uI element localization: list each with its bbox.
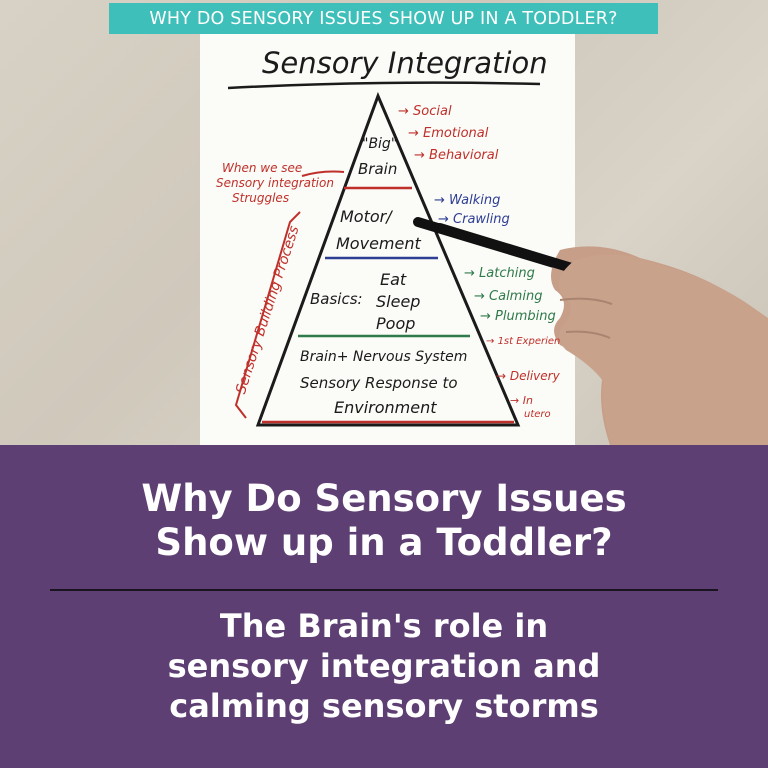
label-latching: → Latching [464,266,535,281]
subheadline-line-1: The Brain's role in [219,607,549,645]
level-1-line2: Brain [358,160,398,178]
subheadline: The Brain's role in sensory integration … [0,606,768,726]
subheadline-line-3: calming sensory storms [169,687,599,725]
level-1-line1: "Big" [362,136,398,152]
headline: Why Do Sensory Issues Show up in a Toddl… [0,477,768,565]
label-calming: → Calming [474,289,543,304]
label-social: → Social [398,104,452,119]
pyramid-outline [255,91,521,427]
left-note-line1: When we see [222,161,303,175]
left-note-line2: Sensory integration [216,176,334,190]
headline-line-2: Show up in a Toddler? [155,521,613,564]
level-3-line3: Poop [376,314,416,333]
label-behavioral: → Behavioral [414,148,499,163]
label-emotional: → Emotional [408,126,489,141]
top-banner: WHY DO SENSORY ISSUES SHOW UP IN A TODDL… [109,3,658,34]
title-panel [0,445,768,768]
label-in: → In [510,394,533,407]
label-plumbing: → Plumbing [480,309,556,324]
label-walking: → Walking [434,193,501,208]
divider-line [50,589,718,591]
hand-overlay [435,223,768,445]
subheadline-line-2: sensory integration and [167,647,601,685]
paper [200,30,575,445]
headline-line-1: Why Do Sensory Issues [141,477,627,520]
level-2-line1: Motor/ [340,207,392,226]
whiteboard-photo: Sensory Integration "Big" Brain Motor/ M… [0,0,768,445]
level-3-line1: Eat [380,270,407,289]
label-crawling: → Crawling [438,212,510,227]
level-3-line2: Sleep [376,292,421,311]
level-3-prefix: Basics: [310,290,363,308]
label-first-experience: → 1st Experience [486,336,573,347]
top-banner-text: WHY DO SENSORY ISSUES SHOW UP IN A TODDL… [149,8,618,29]
level-4-line2: Sensory Response to [300,374,458,392]
label-delivery: → Delivery [496,369,560,383]
whiteboard-title: Sensory Integration [262,46,548,80]
level-4-line1: Brain+ Nervous System [300,349,468,365]
level-2-line2: Movement [336,234,421,253]
label-utero: utero [524,409,551,420]
left-note-line3: Struggles [232,191,290,205]
level-4-line3: Environment [334,398,437,417]
